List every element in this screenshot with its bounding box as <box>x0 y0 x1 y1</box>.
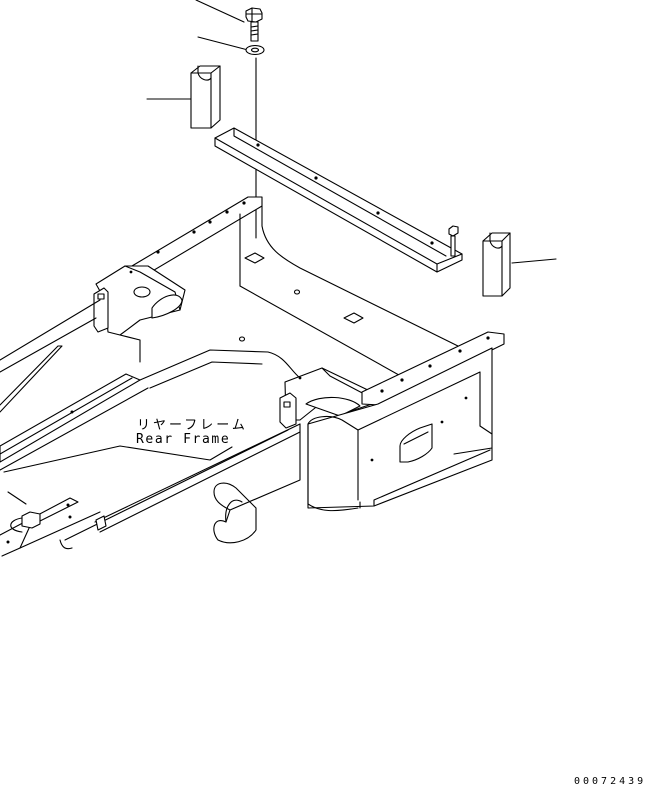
rear-frame-label-japanese: リヤーフレーム <box>137 418 248 433</box>
bolt-part <box>245 7 263 42</box>
washer-part <box>245 44 265 56</box>
drawing-number: 00072439 <box>574 776 647 787</box>
leader-line-bolt <box>195 0 245 23</box>
nut-part <box>448 225 459 257</box>
rubber-pad-left <box>190 65 221 129</box>
rear-frame-label-english: Rear Frame <box>136 432 231 447</box>
leader-line-washer <box>197 36 249 51</box>
rubber-pad-right <box>482 232 511 297</box>
angle-bar-part <box>214 127 463 273</box>
leader-line-pad-right <box>511 258 557 264</box>
rear-frame <box>0 196 505 557</box>
